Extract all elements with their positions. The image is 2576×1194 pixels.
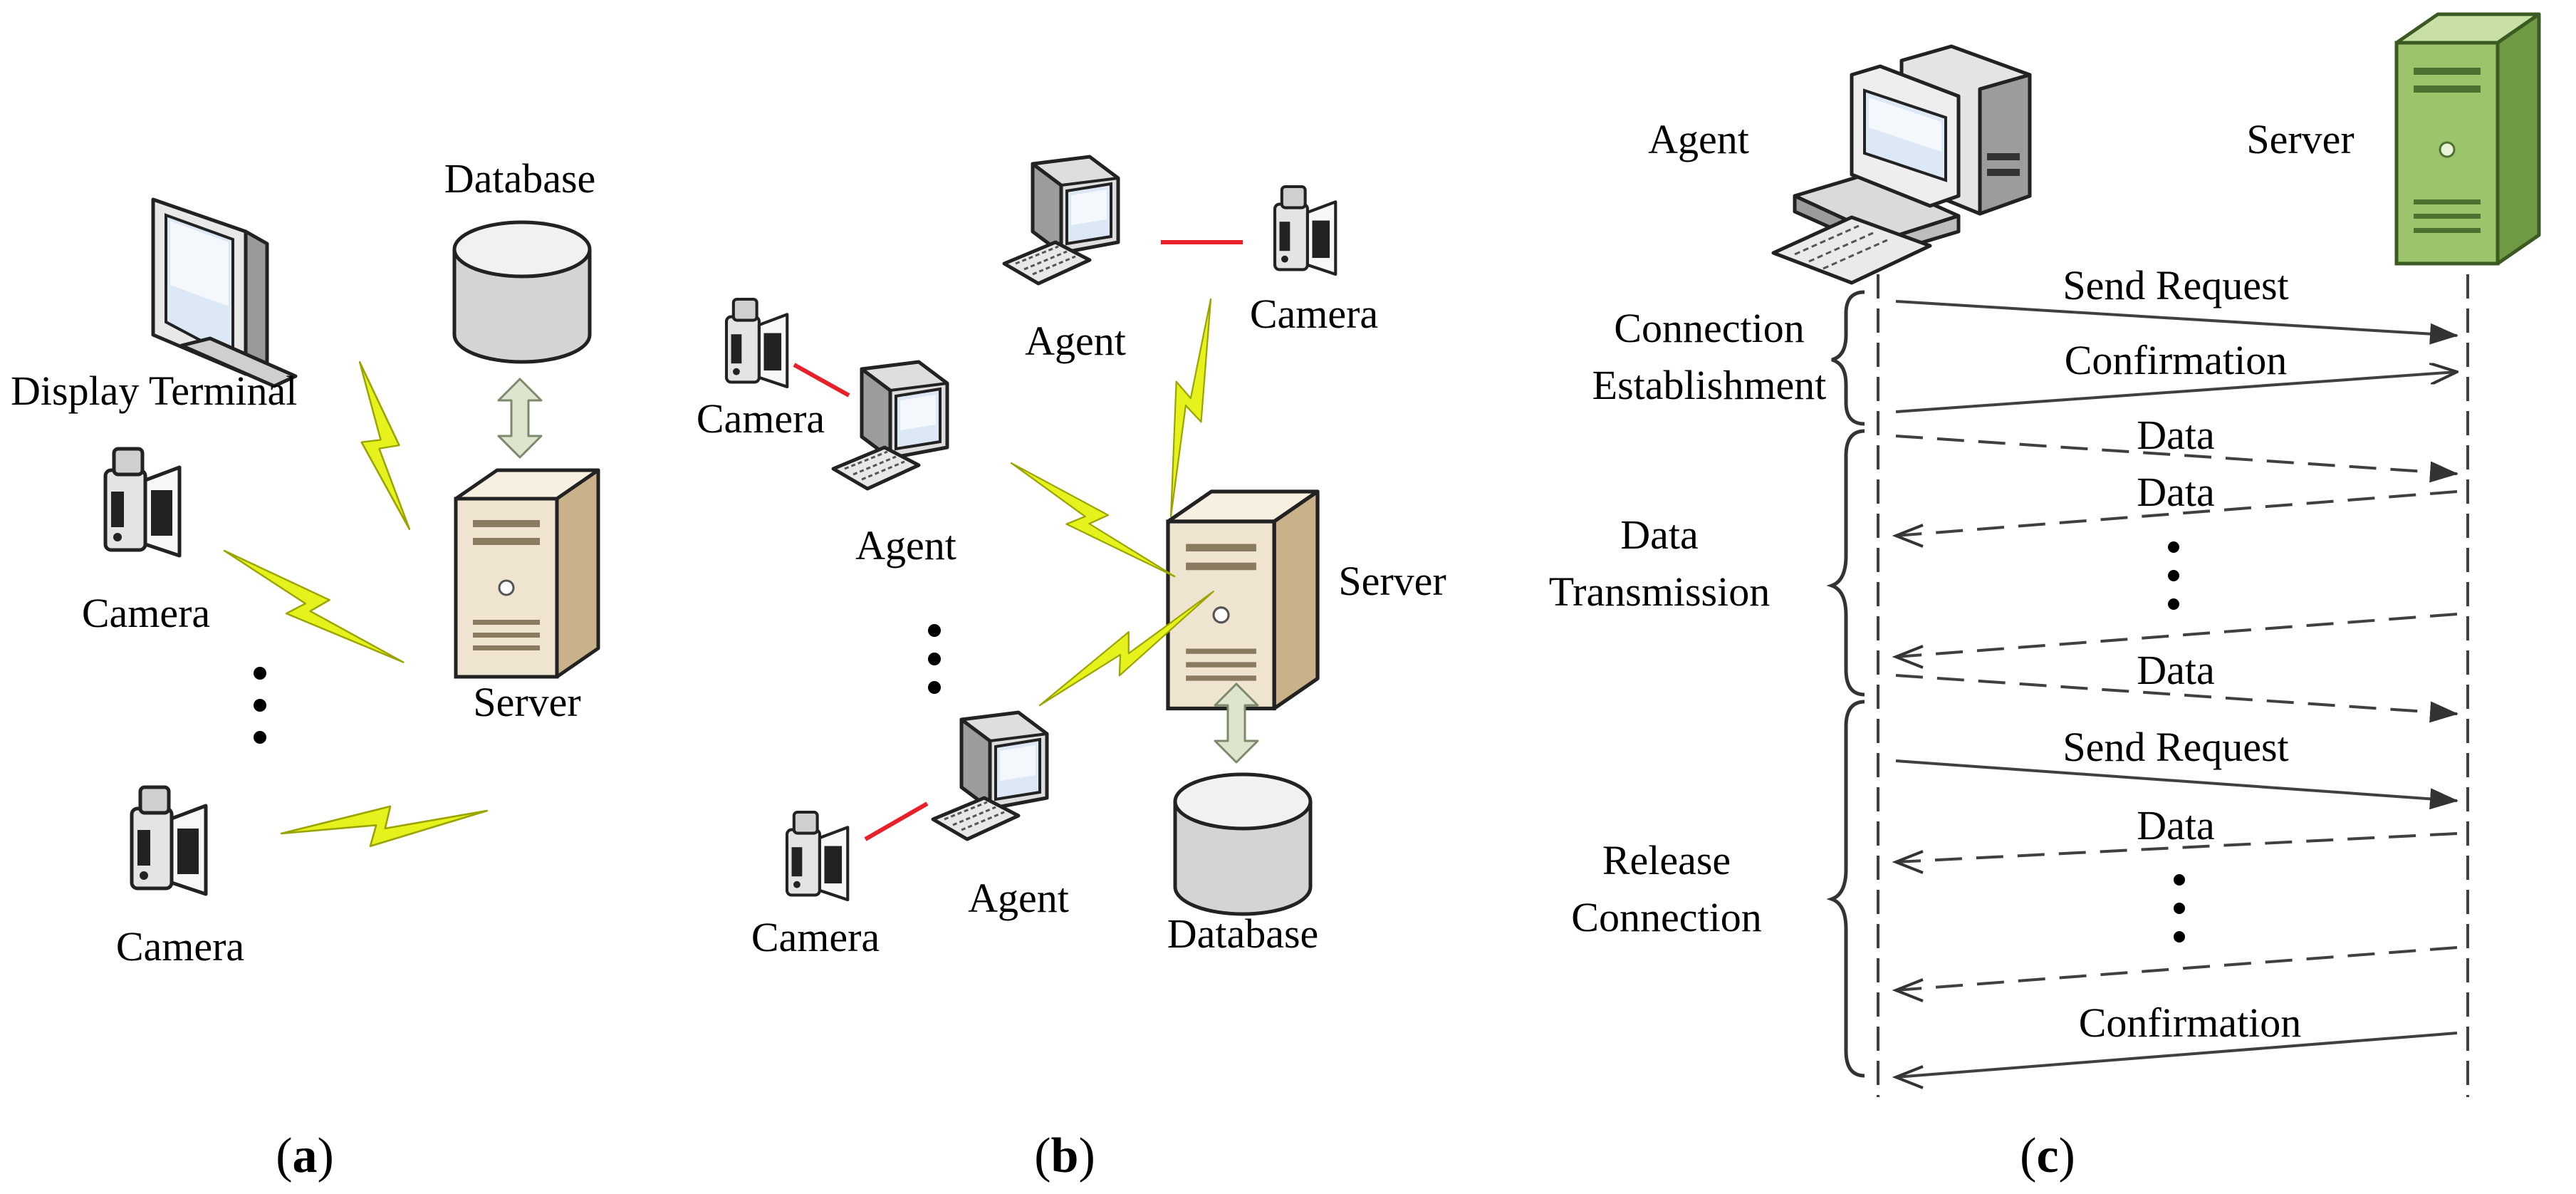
label-agent-bottom: Agent xyxy=(968,875,1069,921)
camera-icon xyxy=(787,812,848,900)
message-label: Send Request xyxy=(2063,724,2288,770)
agent-computer-icon xyxy=(933,712,1047,839)
message-arrow xyxy=(1895,832,2458,863)
message-arrow xyxy=(1895,759,2458,810)
label-database: Database xyxy=(444,155,596,202)
message-arrow xyxy=(1895,946,2458,992)
caption-c: (c) xyxy=(2020,1128,2075,1183)
label-server: Server xyxy=(1338,558,1446,604)
arrow-head xyxy=(1892,524,1924,548)
wireless-link-icon xyxy=(1134,298,1248,518)
label-camera-2: Camera xyxy=(116,923,244,970)
message-arrow xyxy=(1895,1032,2458,1079)
label-server: Server xyxy=(2246,116,2354,162)
label-camera-top: Camera xyxy=(1250,291,1378,337)
message-label: Data xyxy=(2137,647,2215,693)
message-label: Send Request xyxy=(2063,262,2288,308)
database-icon xyxy=(454,222,590,362)
agent-computer-icon xyxy=(1004,157,1118,284)
message-arrow xyxy=(1895,372,2457,413)
phase-connection-line2: Establishment xyxy=(1592,362,1827,408)
agent-computer-icon xyxy=(833,362,947,489)
wireless-link-icon xyxy=(297,360,472,531)
label-camera-left: Camera xyxy=(697,395,825,442)
camera-icon xyxy=(105,449,179,556)
arrow-head xyxy=(1892,1065,1924,1089)
panel-b: Agent Camera Camera Agent Server Databas… xyxy=(697,157,1446,1183)
wired-link xyxy=(793,363,850,398)
caption-a: (a) xyxy=(276,1128,334,1183)
arrow-head xyxy=(1892,645,1924,669)
phase-brace xyxy=(1826,700,1865,1078)
label-agent-left: Agent xyxy=(855,522,956,569)
panel-c: Agent Server Connection Establishment Da… xyxy=(1549,14,2539,1183)
wired-link xyxy=(864,801,929,841)
arrow-head xyxy=(1892,978,1924,1002)
camera-icon xyxy=(726,299,787,387)
label-camera-1: Camera xyxy=(82,590,210,636)
label-agent-top: Agent xyxy=(1025,318,1126,364)
message-label: Data xyxy=(2137,469,2215,515)
server-icon xyxy=(2397,14,2539,264)
phase-transmission-line2: Transmission xyxy=(1549,569,1771,615)
message-label: Data xyxy=(2137,412,2215,458)
wireless-link-icon xyxy=(212,549,417,663)
message-arrow xyxy=(1895,674,2458,723)
message-label: Data xyxy=(2137,802,2215,848)
phase-transmission-line1: Data xyxy=(1620,512,1699,558)
message-arrow xyxy=(1895,435,2458,483)
phase-brace xyxy=(1831,290,1865,426)
phase-release-line2: Connection xyxy=(1571,894,1761,940)
phase-release-line1: Release xyxy=(1602,837,1731,883)
ellipsis-dots xyxy=(2168,541,2179,610)
arrow-head xyxy=(1892,850,1924,874)
camera-icon xyxy=(1275,187,1335,274)
label-camera-bottom: Camera xyxy=(751,914,880,960)
caption-b: (b) xyxy=(1034,1128,1095,1183)
agent-computer-icon xyxy=(1773,46,2030,283)
display-terminal-icon xyxy=(153,199,296,386)
label-server: Server xyxy=(473,679,580,725)
server-icon xyxy=(1168,492,1318,709)
message-arrow xyxy=(1895,300,2458,345)
server-icon xyxy=(456,470,598,677)
label-display-terminal: Display Terminal xyxy=(11,368,297,414)
message-arrow xyxy=(1895,490,2458,537)
phase-brace xyxy=(1826,429,1865,697)
ellipsis-dots xyxy=(928,624,941,694)
ellipsis-dots xyxy=(254,667,266,744)
message-label: Confirmation xyxy=(2065,337,2288,383)
message-label: Confirmation xyxy=(2079,1000,2302,1046)
label-agent: Agent xyxy=(1648,116,1749,162)
database-icon xyxy=(1175,774,1310,914)
ellipsis-dots xyxy=(2174,874,2185,943)
camera-icon xyxy=(132,787,206,894)
db-link-arrow-icon xyxy=(497,378,543,459)
wireless-link-icon xyxy=(280,730,489,915)
wireless-link-icon xyxy=(994,462,1191,578)
phase-connection-line1: Connection xyxy=(1614,305,1804,351)
message-arrow xyxy=(1895,613,2458,658)
panel-a: Display Terminal Database Server Camera … xyxy=(11,155,598,1183)
label-database: Database xyxy=(1167,910,1319,957)
